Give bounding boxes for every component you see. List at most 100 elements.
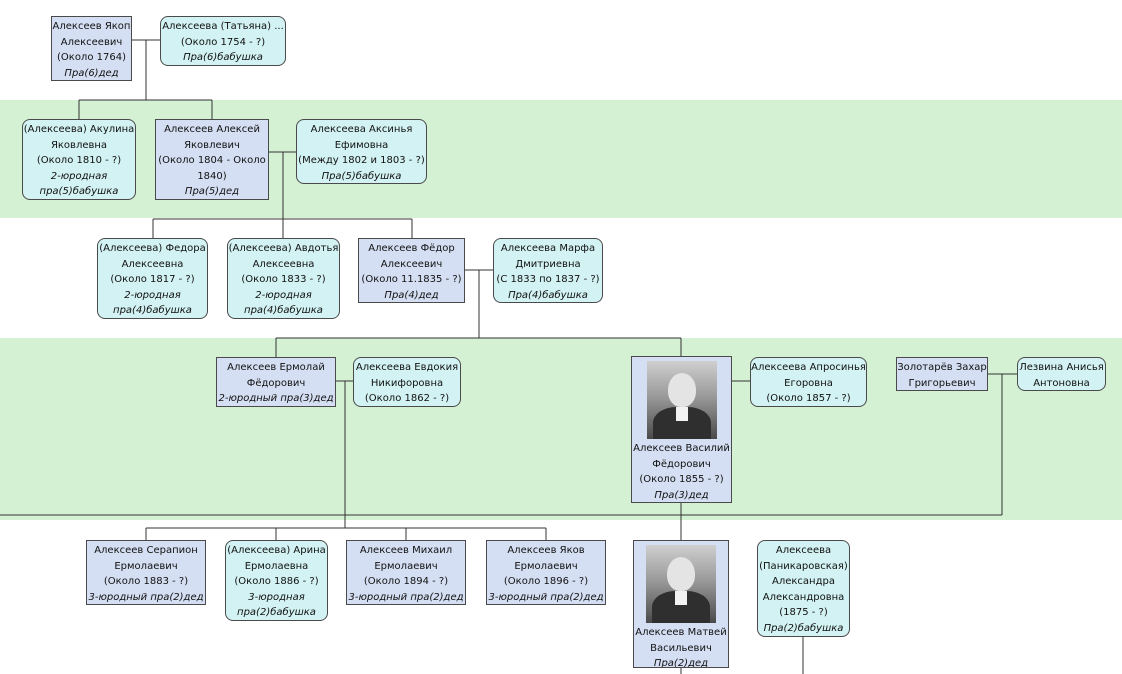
person-card-serapion[interactable]: Алексеев Серапион Ермолаевич (Около 1883… — [86, 540, 206, 605]
person-name: Алексеева Марфа — [500, 243, 596, 254]
person-name: Алексеев Серапион — [94, 545, 198, 556]
person-dates: (Около 1862 - ?) — [364, 393, 450, 404]
person-name: Алексеева (Татьяна) ... — [162, 21, 284, 32]
person-relation: Пра(6)дед — [64, 67, 119, 79]
person-relation: пра(5)бабушка — [39, 186, 119, 197]
person-name: (Паникаровская) — [759, 560, 848, 572]
person-relation: пра(2)бабушка — [237, 607, 316, 618]
person-card-aleksey-yakovlevich[interactable]: Алексеев Алексей Яковлевич (Около 1804 -… — [155, 119, 269, 200]
portrait-photo — [646, 545, 716, 623]
person-relation: Пра(5)бабушка — [321, 170, 402, 182]
person-relation: 2-юродная — [255, 289, 312, 301]
person-name: (Алексеева) Акулина — [23, 124, 135, 135]
person-dates: (Около 1810 - ?) — [36, 155, 122, 166]
person-name: Ефимовна — [334, 139, 389, 151]
person-relation: Пра(3)дед — [654, 489, 709, 501]
person-card-evdokiya[interactable]: Алексеева Евдокия Никифоровна (Около 186… — [353, 357, 461, 407]
person-dates: (Около 11.1835 - ?) — [361, 274, 462, 285]
person-dates: (1875 - ?) — [779, 607, 828, 618]
person-name: Васильевич — [650, 642, 712, 654]
person-card-matvey[interactable]: Алексеев Матвей Васильевич Пра(2)дед — [633, 540, 729, 668]
person-name: Лезвина Анисья — [1019, 362, 1104, 373]
person-dates: (Около 1894 - ?) — [363, 576, 449, 587]
person-card-mikhail[interactable]: Алексеев Михаил Ермолаевич (Около 1894 -… — [346, 540, 466, 605]
person-relation: пра(4)бабушка — [113, 305, 192, 316]
person-name: (Алексеева) Авдотья — [228, 243, 339, 254]
person-name: Алексеевна — [121, 258, 184, 270]
person-card-anisya[interactable]: Лезвина Анисья Антоновна — [1017, 357, 1106, 391]
person-name: Фёдорович — [246, 377, 306, 389]
person-dates: (Между 1802 и 1803 - ?) — [298, 155, 425, 166]
person-name: Григорьевич — [908, 377, 976, 389]
person-name: (Алексеева) Арина — [227, 545, 326, 556]
person-relation: 3-юродная — [248, 591, 305, 603]
person-card-zakhar[interactable]: Золотарёв Захар Григорьевич — [896, 357, 988, 391]
person-name: Дмитриевна — [515, 258, 581, 270]
person-relation: 3-юродный пра(2)дед — [348, 591, 464, 603]
person-name: Фёдорович — [652, 458, 711, 470]
person-name: Алексеев Василий — [633, 443, 730, 454]
person-name: Алексеевна — [252, 258, 315, 270]
person-card-tatyana[interactable]: Алексеева (Татьяна) ... (Около 1754 - ?)… — [160, 16, 286, 66]
person-name: Яковлевич — [184, 139, 240, 151]
person-relation: Пра(2)бабушка — [763, 622, 844, 634]
person-dates: (Около 1857 - ?) — [766, 393, 851, 404]
person-relation: пра(4)бабушка — [244, 305, 323, 316]
person-name: Антоновна — [1033, 377, 1090, 389]
person-name: Никифоровна — [370, 377, 444, 389]
person-name: Егоровна — [784, 377, 833, 389]
person-card-aprosinya[interactable]: Алексеева Апросинья Егоровна (Около 1857… — [750, 357, 867, 407]
person-dates: (Около 1855 - ?) — [639, 474, 724, 485]
person-dates: (Около 1896 - ?) — [503, 576, 589, 587]
person-name: Александровна — [762, 591, 845, 603]
person-relation: Пра(5)дед — [184, 186, 240, 197]
person-relation: 2-юродная — [124, 289, 181, 301]
person-card-avdotya[interactable]: (Алексеева) Авдотья Алексеевна (Около 18… — [227, 238, 340, 319]
person-card-aleksandra[interactable]: Алексеева (Паникаровская) Александра Але… — [757, 540, 850, 637]
person-card-akulina[interactable]: (Алексеева) Акулина Яковлевна (Около 181… — [22, 119, 136, 200]
person-relation: 3-юродный пра(2)дед — [88, 591, 204, 603]
person-dates: (С 1833 по 1837 - ?) — [496, 274, 600, 285]
person-card-marfa[interactable]: Алексеева Марфа Дмитриевна (С 1833 по 18… — [493, 238, 603, 303]
person-card-fedora[interactable]: (Алексеева) Федора Алексеевна (Около 181… — [97, 238, 208, 319]
person-name: Золотарёв Захар — [897, 362, 987, 373]
person-name: Алексеева — [775, 545, 832, 556]
person-relation: Пра(6)бабушка — [183, 52, 263, 63]
person-dates: 1840) — [197, 170, 227, 182]
portrait-photo — [646, 361, 717, 439]
person-name: Ермолаевич — [374, 560, 438, 572]
person-name: Алексеева Апросинья — [751, 362, 866, 373]
person-name: Алексеевич — [60, 36, 123, 48]
person-name: Алексеева Евдокия — [355, 362, 459, 373]
person-name: Алексеев Якоп — [52, 21, 131, 32]
person-dates: (Около 1804 - Около — [158, 155, 266, 166]
person-name: Алексеев Фёдор — [368, 243, 455, 254]
person-card-aleksey-yakop[interactable]: Алексеев Якоп Алексеевич (Около 1764) Пр… — [51, 16, 132, 81]
person-dates: (Около 1886 - ?) — [234, 576, 319, 587]
person-relation: Пра(4)дед — [384, 289, 439, 301]
person-relation: 2-юродная — [50, 170, 108, 182]
person-name: Алексеевич — [380, 258, 443, 270]
person-dates: (Около 1764) — [57, 52, 126, 63]
person-dates: (Около 1817 - ?) — [110, 274, 195, 285]
person-name: Алексеева Аксинья — [310, 124, 413, 135]
person-card-arina[interactable]: (Алексеева) Арина Ермолаевна (Около 1886… — [225, 540, 328, 621]
person-card-yakov[interactable]: Алексеев Яков Ермолаевич (Около 1896 - ?… — [486, 540, 606, 605]
person-name: Алексеев Ермолай — [227, 362, 325, 373]
person-card-ermolay[interactable]: Алексеев Ермолай Фёдорович 2-юродный пра… — [216, 357, 336, 407]
person-card-fyodor[interactable]: Алексеев Фёдор Алексеевич (Около 11.1835… — [358, 238, 465, 303]
person-relation: Пра(2)дед — [653, 658, 709, 668]
person-name: Алексеев Матвей — [635, 627, 727, 638]
person-dates: (Около 1883 - ?) — [103, 576, 189, 587]
person-name: Александра — [772, 576, 835, 587]
person-name: Ермолаевич — [114, 560, 178, 572]
person-name: Ермолаевна — [244, 560, 309, 572]
person-card-aksinya[interactable]: Алексеева Аксинья Ефимовна (Между 1802 и… — [296, 119, 427, 184]
person-card-vasiliy[interactable]: Алексеев Василий Фёдорович (Около 1855 -… — [631, 356, 732, 503]
person-dates: (Около 1754 - ?) — [180, 36, 266, 48]
person-relation: Пра(4)бабушка — [508, 289, 588, 301]
person-dates: (Около 1833 - ?) — [241, 274, 326, 285]
person-name: Яковлевна — [50, 139, 108, 151]
person-relation: 3-юродный пра(2)дед — [488, 591, 604, 603]
